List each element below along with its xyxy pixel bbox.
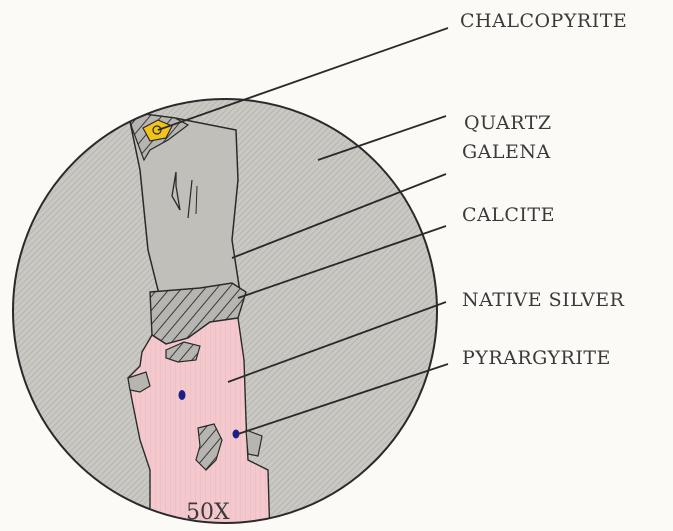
label-calcite: CALCITE <box>462 206 555 225</box>
label-native-silver: NATIVE SILVER <box>462 291 624 310</box>
label-galena: GALENA <box>462 143 551 162</box>
label-chalcopyrite: CHALCOPYRITE <box>460 12 627 31</box>
label-pyrargyrite: PYRARGYRITE <box>462 349 611 368</box>
magnification-label: 50X <box>186 502 230 524</box>
pyrargyrite-grain-1 <box>179 390 186 400</box>
label-quartz: QUARTZ <box>464 114 552 133</box>
